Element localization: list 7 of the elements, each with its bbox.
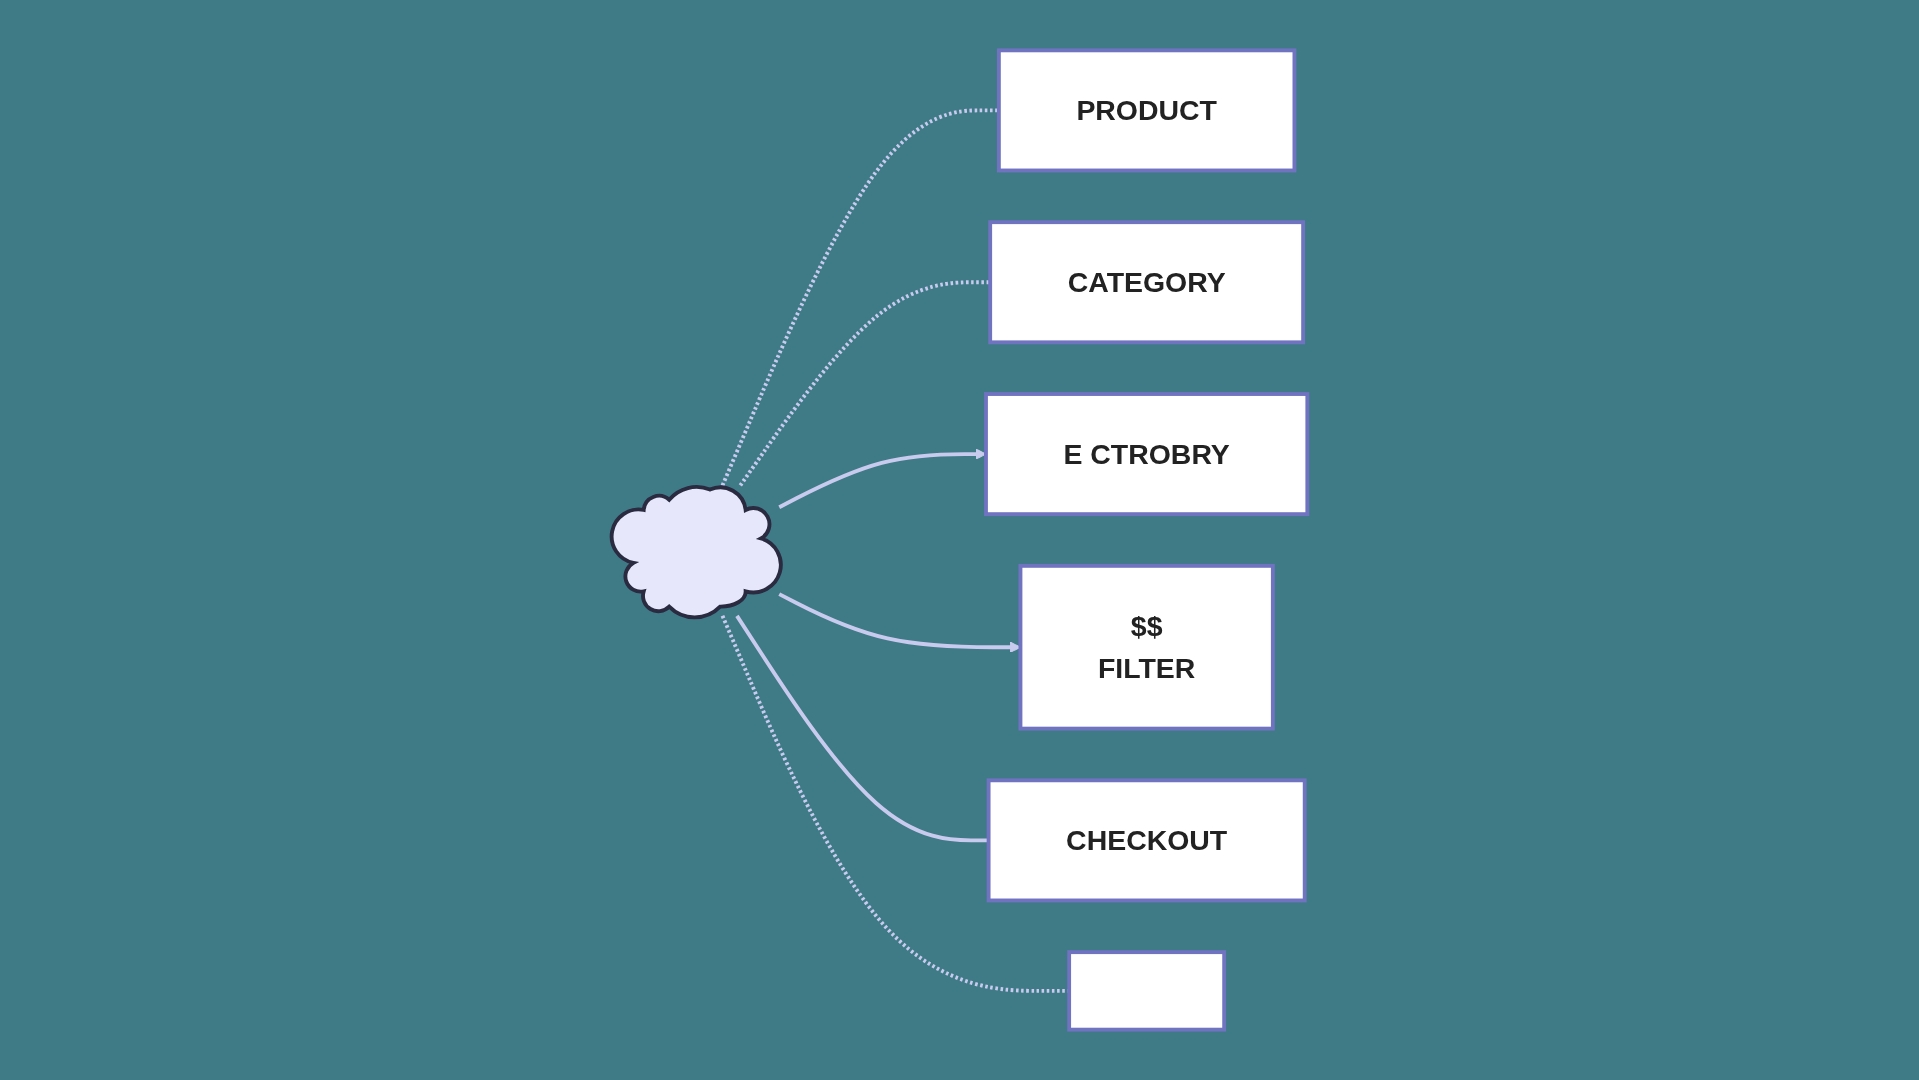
node-box: E CTROBRY	[984, 392, 1310, 517]
node-box: PRODUCT	[996, 48, 1297, 173]
node-box	[1067, 950, 1227, 1032]
node-box: $$ FILTER	[1018, 563, 1275, 731]
node-box: CATEGORY	[988, 220, 1306, 345]
node-box: CHECKOUT	[986, 778, 1307, 903]
node-cloud	[609, 485, 783, 620]
